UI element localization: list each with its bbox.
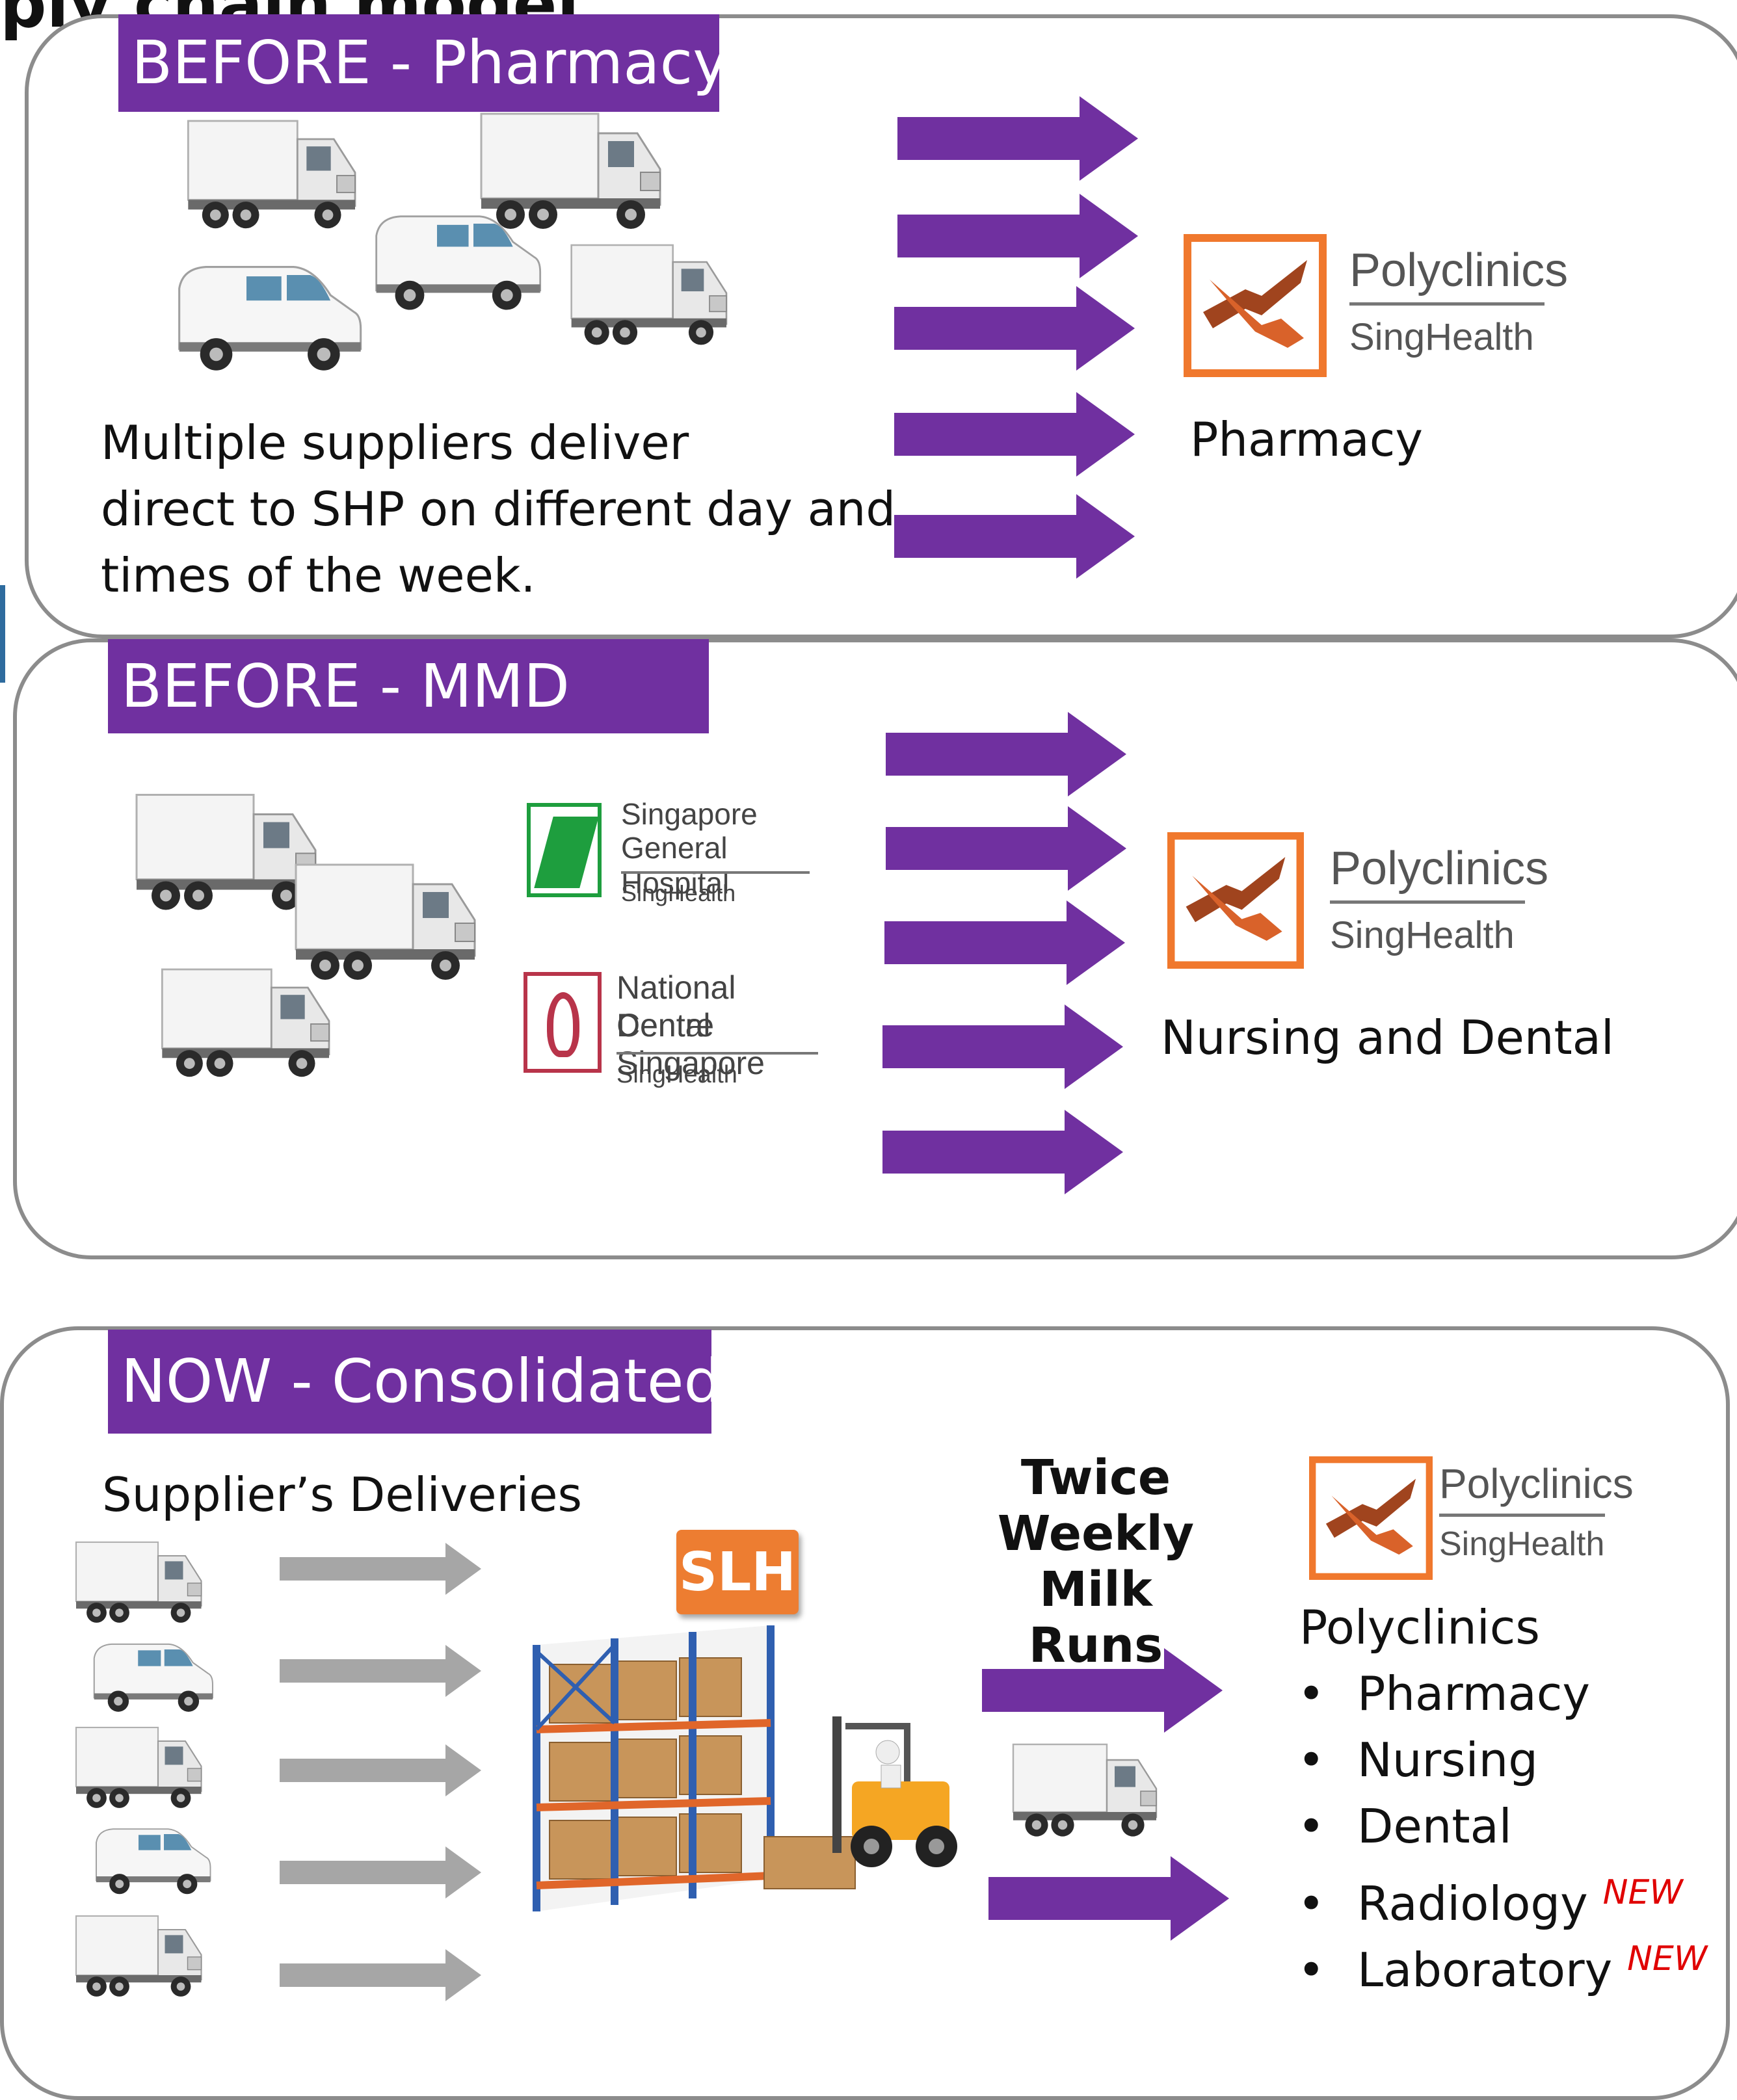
bullet-icon: • <box>1297 1666 1325 1721</box>
new-tag: NEW <box>1602 1873 1683 1912</box>
polyclinics-logo-name: Polyclinics <box>1439 1460 1634 1507</box>
truck-icon <box>156 949 338 1099</box>
polyclinics-logo: Polyclinics SingHealth <box>1309 1456 1634 1586</box>
service-item: •Nursing <box>1297 1727 1538 1792</box>
bullet-icon: • <box>1297 1876 1325 1931</box>
bullet-icon: • <box>1297 1799 1325 1854</box>
van-icon <box>364 195 546 325</box>
logo-divider <box>1349 302 1545 306</box>
van-icon <box>62 1817 241 1902</box>
panel-title-pharmacy: BEFORE - Pharmacy <box>118 14 728 112</box>
service-item: •Laboratory NEW <box>1297 1926 1707 2002</box>
truck-icon <box>39 1538 241 1629</box>
milk-run-arrow-icon <box>982 1648 1223 1733</box>
supplier-arrow-icon <box>280 1744 481 1796</box>
now-destination-label: Polyclinics <box>1299 1600 1540 1655</box>
sgh-logo-line3: SingHealth <box>621 880 736 906</box>
polyclinics-logo-name: Polyclinics <box>1349 244 1569 296</box>
polyclinics-logo-sub: SingHealth <box>1439 1525 1605 1563</box>
ndc-logo-icon <box>524 972 602 1073</box>
delivery-arrow-icon <box>894 392 1135 477</box>
pharmacy-destination-label: Pharmacy <box>1190 412 1423 467</box>
pharmacy-description-line-1: Multiple suppliers deliver <box>101 415 689 470</box>
polyclinics-logo-name: Polyclinics <box>1330 843 1549 895</box>
panel-title-mmd: BEFORE - MMD <box>108 639 709 733</box>
forklift-icon <box>832 1716 957 1867</box>
polyclinics-logo-icon <box>1184 234 1327 377</box>
delivery-arrow-icon <box>894 286 1135 371</box>
polyclinics-logo-sub: SingHealth <box>1349 316 1534 358</box>
van-icon <box>62 1632 241 1720</box>
new-tag: NEW <box>1627 1939 1708 1978</box>
delivery-arrow-icon <box>894 494 1135 579</box>
truck-icon <box>566 228 735 364</box>
supplier-arrow-icon <box>280 1949 481 2001</box>
ndc-logo-line2: Centre Singapore <box>617 1007 765 1081</box>
sgh-logo-line1: Singapore <box>621 797 758 831</box>
panel-title-now: NOW - Consolidated <box>108 1330 722 1434</box>
slh-badge: SLH <box>676 1530 799 1614</box>
ndc-logo-line3: SingHealth <box>617 1061 737 1088</box>
ndc-logo: National Dental Centre Singapore SingHea… <box>524 969 836 1099</box>
truck-icon <box>39 1723 241 1814</box>
truck-icon <box>39 1911 241 2002</box>
milk-runs-line-1: Twice <box>1020 1450 1171 1506</box>
bullet-icon: • <box>1297 1733 1325 1787</box>
delivery-arrow-icon <box>884 900 1125 985</box>
polyclinics-logo: Polyclinics SingHealth <box>1184 234 1568 377</box>
delivery-arrow-icon <box>882 1110 1123 1194</box>
mmd-destination-label: Nursing and Dental <box>1161 1010 1614 1065</box>
ndc-logo-line1: National Dental <box>617 969 736 1043</box>
delivery-arrow-icon <box>897 194 1138 278</box>
polyclinics-logo: Polyclinics SingHealth <box>1164 832 1548 975</box>
milk-runs-line-2: Weekly <box>997 1506 1195 1562</box>
supplier-arrow-icon <box>280 1645 481 1697</box>
van-icon <box>166 231 367 400</box>
service-item: •Radiology NEW <box>1297 1860 1683 1936</box>
supplier-arrow-icon <box>280 1846 481 1898</box>
milk-run-arrow-icon <box>988 1856 1229 1941</box>
service-item: •Dental <box>1297 1794 1512 1859</box>
polyclinics-logo-icon <box>1309 1456 1433 1580</box>
sgh-logo: Singapore General Hospital SingHealth <box>527 796 819 913</box>
delivery-arrow-icon <box>897 96 1138 181</box>
supplier-arrow-icon <box>280 1543 481 1595</box>
truck-icon <box>182 107 364 244</box>
bullet-icon: • <box>1297 1943 1325 1997</box>
delivery-arrow-icon <box>886 712 1126 796</box>
polyclinics-logo-icon <box>1164 832 1307 969</box>
polyclinics-logo-sub: SingHealth <box>1330 914 1515 956</box>
suppliers-label: Supplier’s Deliveries <box>102 1467 582 1522</box>
delivery-arrow-icon <box>886 806 1126 891</box>
sgh-logo-icon <box>527 803 602 897</box>
service-item: •Pharmacy <box>1297 1661 1590 1726</box>
milk-runs-line-3: Milk Runs <box>1028 1562 1163 1673</box>
left-sidebar-strip <box>0 585 5 683</box>
panel-before-mmd <box>13 638 1737 1259</box>
warehouse-icon <box>533 1625 856 1911</box>
delivery-arrow-icon <box>882 1004 1123 1089</box>
truck-icon <box>985 1739 1187 1843</box>
pharmacy-description-line-2: direct to SHP on different day and <box>101 482 896 536</box>
pharmacy-description-line-3: times of the week. <box>101 548 536 603</box>
